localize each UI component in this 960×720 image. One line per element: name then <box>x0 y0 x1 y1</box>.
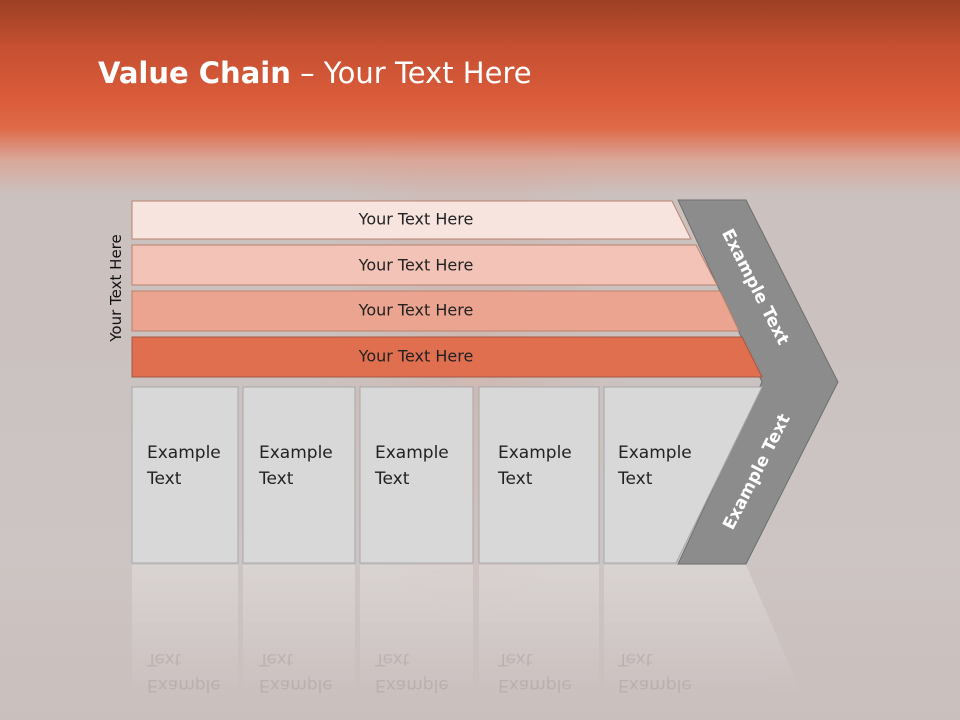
title-bold: Value Chain <box>98 56 291 90</box>
cell-reflection <box>604 565 678 700</box>
row-label: Your Text Here <box>358 301 474 320</box>
reflection-line1: Example <box>498 675 572 695</box>
activity-cell <box>359 386 474 564</box>
activity-cell <box>478 386 600 564</box>
reflection-line2: Text <box>374 649 410 669</box>
row-label: Your Text Here <box>358 210 474 229</box>
support-rows: Your Text Here Your Text Here Your Text … <box>131 200 763 378</box>
primary-cells: Example Text Example Text Example Text E… <box>131 386 763 564</box>
cell-line1: Example <box>259 443 333 463</box>
cell-reflection <box>479 565 599 700</box>
cell-line1: Example <box>498 443 572 463</box>
row-band <box>131 336 763 378</box>
cell-line2: Text <box>258 469 294 489</box>
row-band <box>131 290 740 332</box>
slide-title: Value Chain – Your Text Here <box>98 56 532 90</box>
cell-line1: Example <box>147 443 221 463</box>
cell-line1: Example <box>375 443 449 463</box>
activity-cell <box>131 386 239 564</box>
cell-line2: Text <box>146 469 182 489</box>
reflection-line2: Text <box>617 649 653 669</box>
cell-reflection <box>243 565 355 700</box>
row-band <box>131 244 718 286</box>
reflection-line1: Example <box>618 675 692 695</box>
chevron-arrow <box>677 199 839 565</box>
cell-line1: Example <box>618 443 692 463</box>
reflection-line1: Example <box>375 675 449 695</box>
reflection-line2: Text <box>146 649 182 669</box>
title-rest: – Your Text Here <box>290 56 532 90</box>
cell-line2: Text <box>617 469 653 489</box>
row-label: Your Text Here <box>358 347 474 366</box>
row-label: Your Text Here <box>358 256 474 275</box>
reflection-line1: Example <box>147 675 221 695</box>
reflection-text: Text Example Text Example Text Example T… <box>146 649 692 695</box>
activity-cell <box>242 386 356 564</box>
reflection-line2: Text <box>258 649 294 669</box>
cell-reflection <box>360 565 473 700</box>
cell-line2: Text <box>374 469 410 489</box>
activity-cell <box>603 386 763 564</box>
cell-line2: Text <box>497 469 533 489</box>
reflection-line2: Text <box>497 649 533 669</box>
row-band <box>131 200 692 240</box>
arrow-reflection <box>678 565 800 700</box>
cell-reflection <box>132 565 238 700</box>
reflection-line1: Example <box>259 675 333 695</box>
cells-reflection <box>132 565 800 700</box>
